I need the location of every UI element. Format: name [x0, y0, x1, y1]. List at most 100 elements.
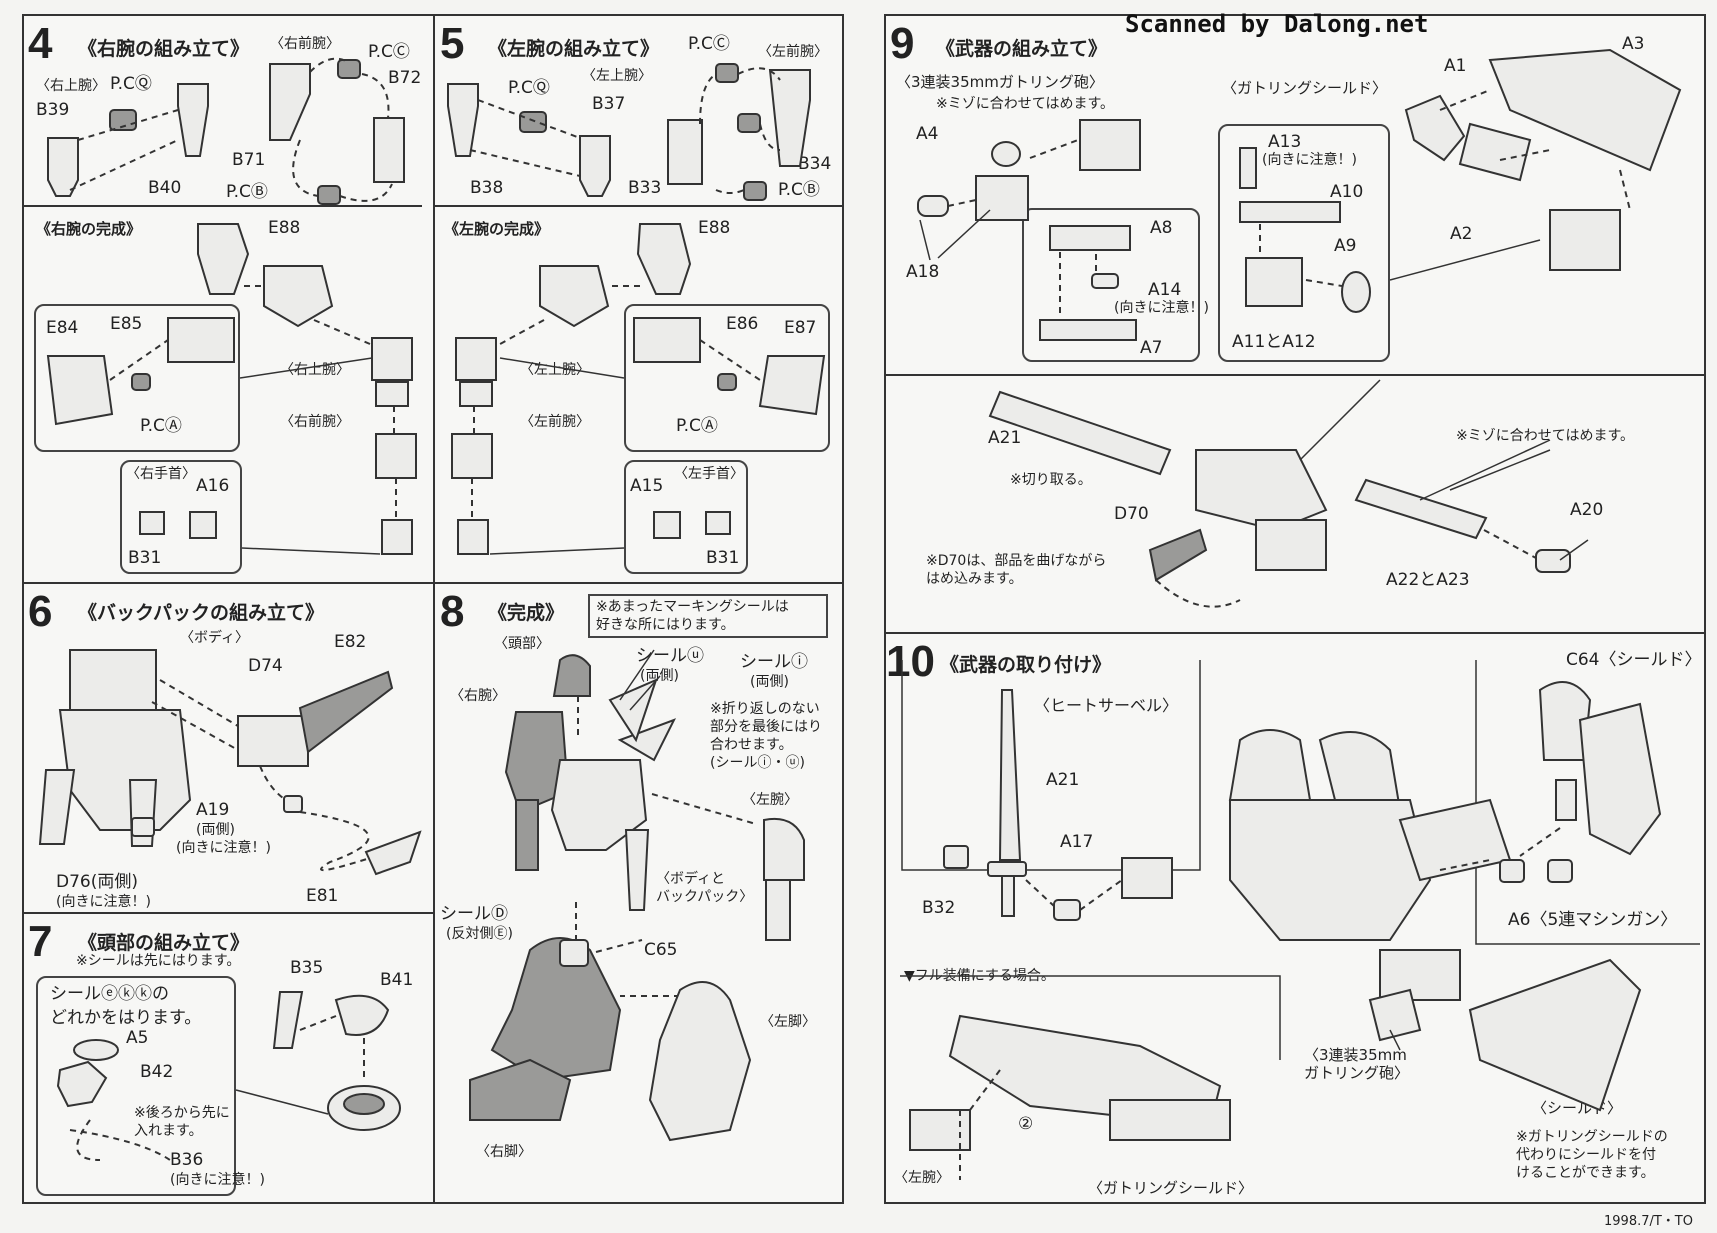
label-a13: A13: [1268, 132, 1302, 152]
step-5-callout-wrist: [624, 460, 748, 574]
label-a15: A15: [630, 476, 664, 496]
label-left-arm: 〈左腕〉: [894, 1170, 950, 1186]
label-b36: B36: [170, 1150, 204, 1170]
step-4-number: 4: [28, 19, 53, 68]
step-4-callout-shoulder: [34, 304, 240, 452]
label-right-upper-arm: 〈右上腕〉: [36, 78, 106, 94]
label-e82: E82: [334, 632, 367, 652]
label-a14-orientation: (向きに注意！): [1114, 300, 1209, 316]
label-e81: E81: [306, 886, 339, 906]
label-pcc: P.CⒸ: [368, 42, 410, 62]
step-6-panel: [22, 584, 435, 914]
label-e86: E86: [726, 314, 759, 334]
label-heat-saber: 〈ヒートサーベル〉: [1034, 696, 1179, 715]
label-a7: A7: [1140, 338, 1163, 358]
step-10-title: 《武器の取り付け》: [940, 654, 1112, 676]
watermark: Scanned by Dalong.net: [1125, 10, 1429, 38]
step-9-divider: [884, 374, 1704, 376]
label-a8: A8: [1150, 218, 1173, 238]
step-4-divider: [22, 205, 422, 207]
label-cut-note: ※切り取る。: [1010, 472, 1092, 488]
label-a20: A20: [1570, 500, 1604, 520]
label-left-upper-arm-2: 〈左上腕〉: [520, 362, 590, 378]
step-7-note: ※シールは先にはります。: [76, 953, 241, 969]
step-4-subtitle: 《右腕の完成》: [36, 220, 142, 238]
label-a3: A3: [1622, 34, 1645, 54]
label-a6-machine-gun: A6〈5連マシンガン〉: [1508, 910, 1678, 930]
label-seal-d-opposite: (反対側Ⓔ): [446, 926, 513, 942]
label-gatling-gun: 〈3連装35mmガトリング砲〉: [896, 73, 1104, 91]
label-a16: A16: [196, 476, 230, 496]
label-gatling-shield: 〈ガトリングシールド〉: [1088, 1179, 1254, 1197]
label-c65: C65: [644, 940, 678, 960]
label-right-forearm-2: 〈右前腕〉: [280, 414, 350, 430]
step-4-callout-wrist: [120, 460, 242, 574]
label-e84: E84: [46, 318, 79, 338]
label-b41: B41: [380, 970, 414, 990]
footer-code: 1998.7/T・TO: [1604, 1214, 1693, 1229]
label-a22-a23: A22とA23: [1386, 570, 1470, 590]
step-5-panel: [435, 14, 844, 584]
step-8-note-box: ※あまったマーキングシールは 好きな所にはります。: [588, 594, 828, 638]
step-5-number: 5: [440, 19, 465, 68]
label-b71: B71: [232, 150, 266, 170]
label-c64-shield: C64〈シールド〉: [1566, 650, 1702, 670]
label-a10: A10: [1330, 182, 1364, 202]
step-9-panel: [884, 14, 1706, 634]
label-pcq: P.CⓆ: [110, 74, 152, 94]
label-e87: E87: [784, 318, 817, 338]
label-b32: B32: [922, 898, 956, 918]
label-pcc: P.CⒸ: [688, 34, 730, 54]
label-a17: A17: [1060, 832, 1094, 852]
step-8-title: 《完成》: [488, 602, 565, 624]
seal-instruction: シールⓔⓚⓚの どれかをはります。: [50, 984, 202, 1028]
step-6-title: 《バックパックの組み立て》: [78, 602, 325, 624]
label-b40: B40: [148, 178, 182, 198]
label-b35: B35: [290, 958, 324, 978]
step-7-seal-box: [36, 976, 236, 1196]
step-8-number: 8: [440, 587, 465, 636]
label-a21: A21: [988, 428, 1022, 448]
label-left-wrist: 〈左手首〉: [674, 466, 744, 482]
label-e88: E88: [698, 218, 731, 238]
label-left-arm: 〈左腕〉: [742, 792, 798, 808]
label-left-leg: 〈左脚〉: [760, 1014, 816, 1030]
label-b37: B37: [592, 94, 626, 114]
step-10-number: 10: [886, 637, 935, 686]
label-e85: E85: [110, 314, 143, 334]
label-pca: P.CⒶ: [676, 416, 718, 436]
label-right-upper-arm-2: 〈右上腕〉: [280, 362, 350, 378]
step-5-subtitle: 《左腕の完成》: [444, 220, 550, 238]
step-6-number: 6: [28, 587, 53, 636]
step-9-number: 9: [890, 19, 915, 68]
label-right-forearm: 〈右前腕〉: [270, 36, 340, 52]
label-a2: A2: [1450, 224, 1473, 244]
label-a4: A4: [916, 124, 939, 144]
step-9-title: 《武器の組み立て》: [936, 38, 1108, 60]
label-a19: A19: [196, 800, 230, 820]
label-left-forearm: 〈左前腕〉: [758, 44, 828, 60]
label-step-2: ②: [1018, 1114, 1034, 1134]
label-left-upper-arm: 〈左上腕〉: [582, 68, 652, 84]
label-b72: B72: [388, 68, 422, 88]
shield-note: ※ガトリングシールドの 代わりにシールドを付 けることができます。: [1516, 1129, 1668, 1181]
label-b33: B33: [628, 178, 662, 198]
label-gatling-gun: 〈3連装35mm ガトリング砲〉: [1304, 1046, 1410, 1082]
step-5-callout-shoulder: [624, 304, 830, 452]
fold-note: ※折り返しのない 部分を最後にはり 合わせます。 (シールⓘ・ⓤ): [710, 701, 822, 771]
label-b38: B38: [470, 178, 504, 198]
label-right-wrist: 〈右手首〉: [126, 466, 196, 482]
label-pca: P.CⒶ: [140, 416, 182, 436]
label-a9: A9: [1334, 236, 1357, 256]
label-groove-note-2: ※ミゾに合わせてはめます。: [1456, 428, 1635, 444]
label-b31: B31: [128, 548, 162, 568]
label-d74: D74: [248, 656, 283, 676]
label-b36-orientation: (向きに注意！): [170, 1172, 265, 1188]
label-seal-d: シールⒹ: [440, 904, 508, 924]
step-7-title: 《頭部の組み立て》: [78, 932, 250, 954]
label-b42: B42: [140, 1062, 174, 1082]
